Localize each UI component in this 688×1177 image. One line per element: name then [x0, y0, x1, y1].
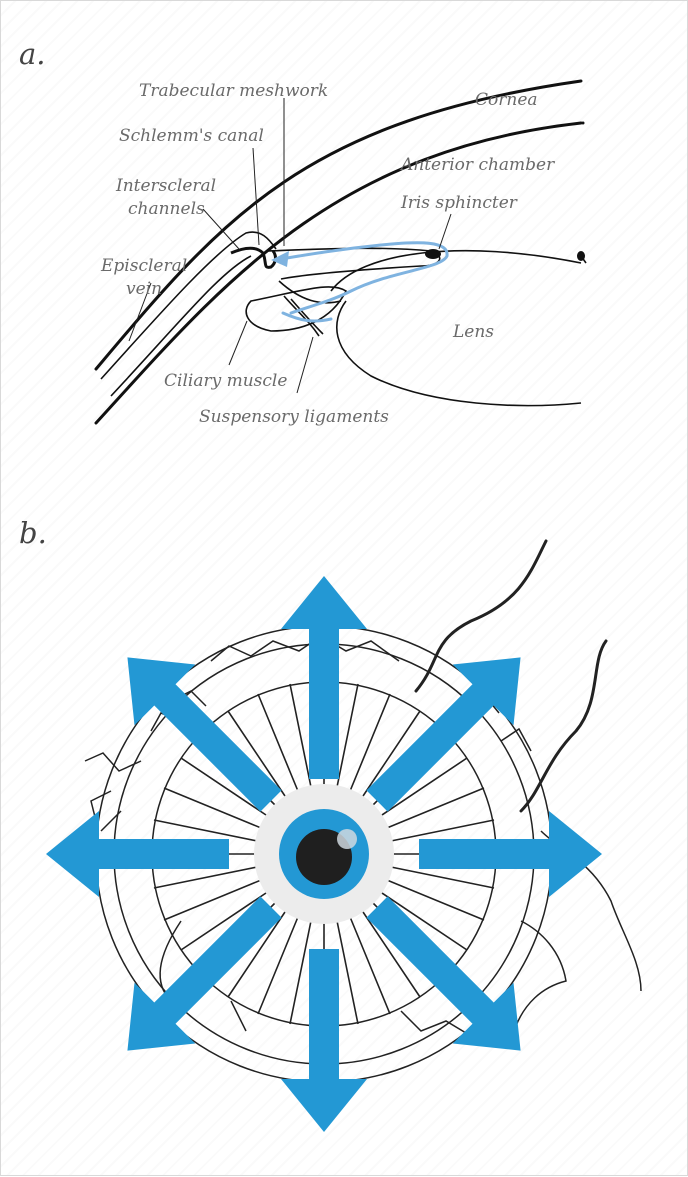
arrow-left: [46, 811, 229, 897]
label-lens: Lens: [452, 322, 494, 342]
label-anterior-chamber: Anterior chamber: [399, 155, 555, 175]
flow-arrowhead: [271, 251, 289, 267]
panel-b-letter: b.: [19, 516, 47, 550]
panel-a-anatomy-diagram: Trabecular meshwork Cornea Schlemm's can…: [94, 79, 587, 427]
arrow-up: [281, 576, 367, 779]
label-episcleral-line2: vein: [126, 279, 162, 299]
aqueous-flow-arrow: [279, 241, 449, 323]
label-cornea: Cornea: [475, 90, 538, 110]
leader-lines: [128, 98, 452, 394]
long-vessels: [414, 539, 608, 813]
label-ciliary-muscle: Ciliary muscle: [164, 371, 287, 391]
arrow-right: [419, 811, 602, 897]
arrow-down-right: [366, 896, 521, 1051]
label-interscleral-line2: channels: [128, 199, 205, 219]
label-iris-sphincter: Iris sphincter: [400, 193, 518, 213]
arrow-up-right: [366, 657, 521, 812]
label-schlemms-canal: Schlemm's canal: [119, 126, 264, 146]
arrow-up-left: [127, 657, 282, 812]
pupil-highlight: [337, 829, 357, 849]
label-interscleral-line1: Interscleral: [115, 176, 216, 196]
sclera-lines: [100, 231, 587, 407]
label-suspensory-ligaments: Suspensory ligaments: [199, 407, 389, 427]
eye-outline-lines: [94, 79, 585, 425]
iris-sphincter-blob: [425, 249, 441, 259]
arrow-down: [281, 949, 367, 1132]
eight-direction-arrows-icon: [46, 576, 602, 1132]
label-episcleral-line1: Episcleral: [100, 256, 187, 276]
arrow-down-left: [127, 896, 282, 1051]
label-trabecular-meshwork: Trabecular meshwork: [139, 81, 328, 101]
panel-a-letter: a.: [19, 37, 46, 71]
iris-edge-dot: [577, 251, 585, 261]
